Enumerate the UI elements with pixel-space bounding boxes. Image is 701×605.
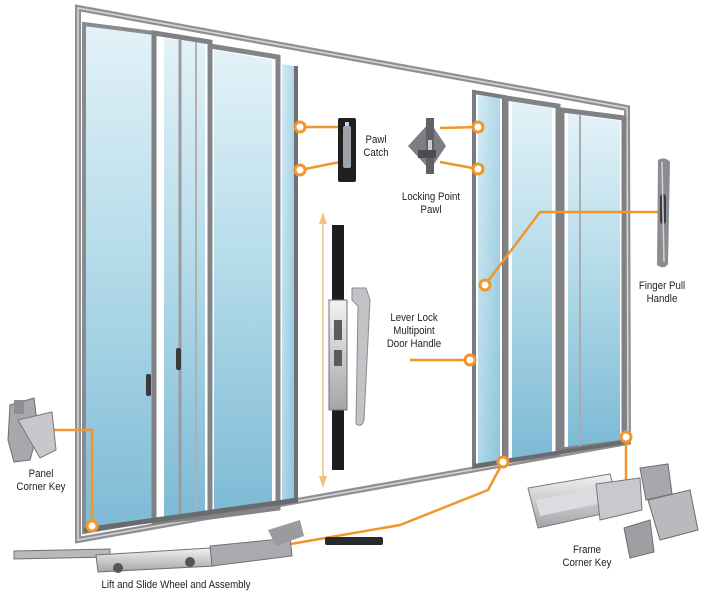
lever-lock-part xyxy=(319,212,371,488)
lever-lock-label: Lever Lock Multipoint Door Handle xyxy=(386,312,442,350)
finger-pull-handle-part xyxy=(657,158,670,268)
frame-corner-key-label: Frame Corner Key xyxy=(562,544,612,569)
panel-corner-key-label: Panel Corner Key xyxy=(16,468,66,493)
left-glass-panels xyxy=(82,21,299,535)
frame-corner-key-part xyxy=(527,463,699,559)
pawl-catch-part xyxy=(338,118,356,182)
lift-slide-assembly-part xyxy=(13,520,383,573)
right-glass-panels xyxy=(472,89,627,470)
locking-point-pawl-label: Locking Point Pawl xyxy=(401,191,461,216)
callout-dots xyxy=(85,120,633,533)
panel-corner-key-part xyxy=(7,397,57,463)
lift-slide-wheel-label: Lift and Slide Wheel and Assembly xyxy=(101,579,251,591)
pawl-catch-label: Pawl Catch xyxy=(363,134,389,159)
locking-point-pawl-part xyxy=(408,118,446,174)
finger-pull-handle-label: Finger Pull Handle xyxy=(638,280,686,305)
